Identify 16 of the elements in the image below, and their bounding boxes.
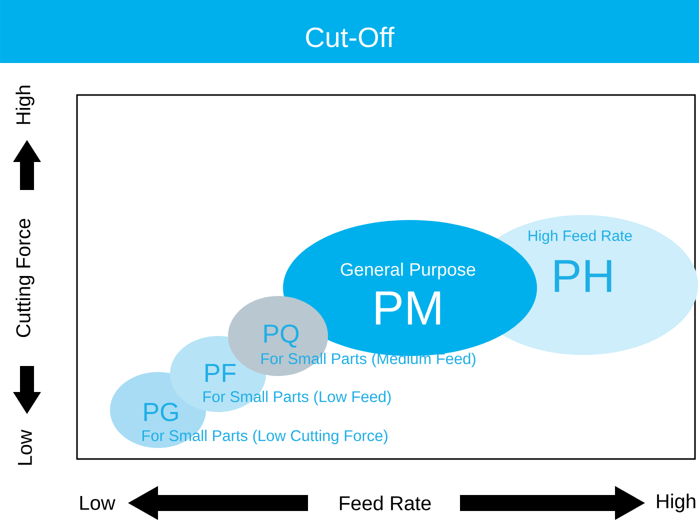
category-code: PF <box>206 364 236 382</box>
axis-label: High <box>657 494 696 512</box>
axis-label: Low <box>80 496 116 510</box>
category-code: PH <box>554 260 612 292</box>
axis-title: Feed Rate <box>340 496 431 510</box>
title-bar: Cut-Off <box>0 0 699 63</box>
axis-label: High <box>16 86 34 124</box>
category-description: For Small Parts (Low Feed) <box>203 390 391 406</box>
category-heading: High Feed Rate <box>528 230 632 244</box>
axis-label: Low <box>18 430 32 465</box>
category-code: PQ <box>264 324 299 348</box>
category-description: For Small Parts (Medium Feed) <box>261 352 476 368</box>
category-heading: General Purpose <box>340 262 476 280</box>
axis-title: Cutting Force <box>16 218 34 337</box>
category-code: PG <box>144 402 178 422</box>
category-code: PM <box>376 291 440 324</box>
